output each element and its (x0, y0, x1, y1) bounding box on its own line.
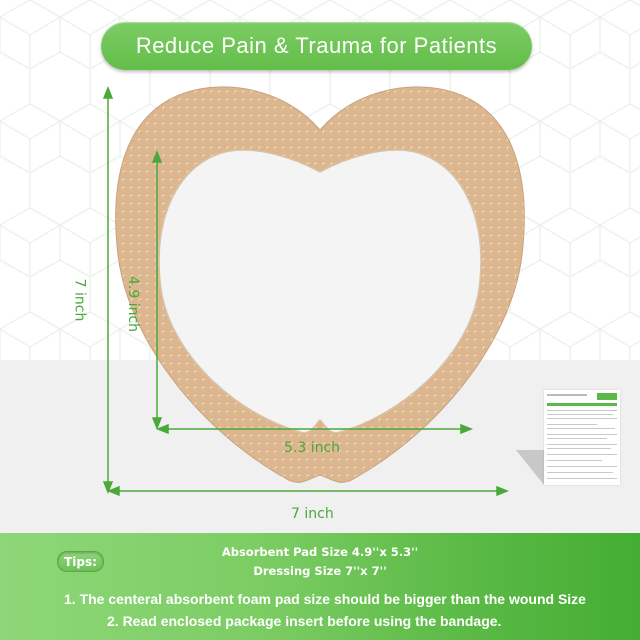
tips-banner (0, 533, 640, 640)
absorbent-pad (158, 149, 482, 434)
pad-size-text: Absorbent Pad Size 4.9''x 5.3'' (221, 545, 419, 559)
inner-height-label: 4.9 inch (125, 275, 142, 333)
dressing-illustration (102, 85, 525, 497)
inner-width-label: 5.3 inch (284, 440, 341, 456)
tip-item-2: 2. Read enclosed package insert before u… (107, 613, 502, 629)
insert-logo (597, 393, 617, 400)
outer-height-label: 7 inch (71, 278, 88, 322)
tips-label: Tips: (64, 554, 97, 569)
package-insert-document (544, 390, 620, 485)
dimension-lines (102, 85, 510, 497)
title-banner: Reduce Pain & Trauma for Patients (101, 22, 532, 70)
outer-width-label: 7 inch (291, 506, 334, 522)
insert-shadow (516, 450, 544, 485)
tip-item-1: 1. The centeral absorbent foam pad size … (64, 591, 586, 607)
dressing-size-text: Dressing Size 7''x 7'' (253, 564, 387, 578)
tips-badge: Tips: (57, 551, 104, 572)
page-title: Reduce Pain & Trauma for Patients (135, 33, 498, 58)
